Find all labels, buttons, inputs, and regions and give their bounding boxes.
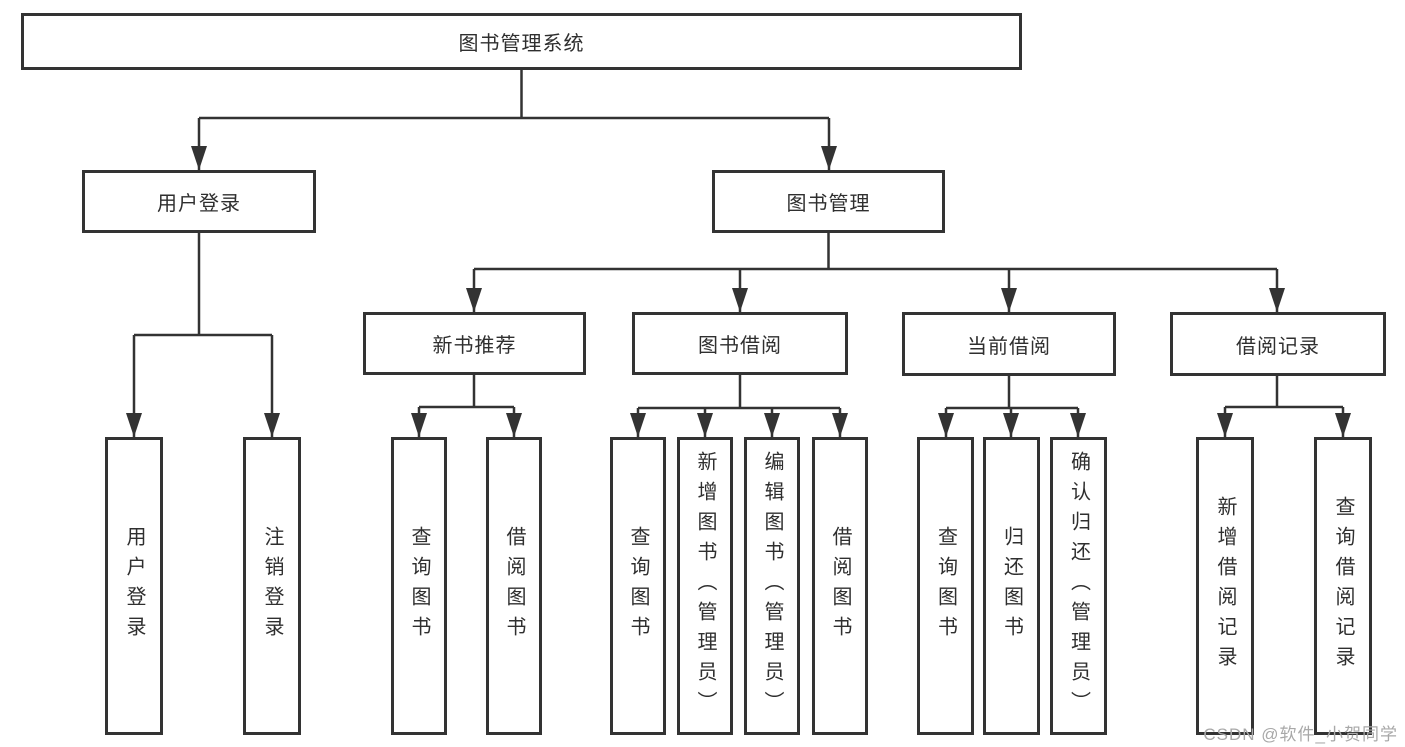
leaf-return-books-label: 归还图书 bbox=[1000, 526, 1023, 646]
leaf-add-books-admin: 新增图书（管理员） bbox=[677, 437, 733, 735]
node-borrowing-records-label: 借阅记录 bbox=[1236, 335, 1320, 358]
leaf-query-borrow-record-label: 查询借阅记录 bbox=[1332, 496, 1354, 676]
node-borrowing-records: 借阅记录 bbox=[1170, 312, 1386, 376]
leaf-edit-books-admin-label: 编辑图书（管理员） bbox=[761, 451, 783, 721]
leaf-logout-login: 注销登录 bbox=[243, 437, 301, 735]
leaf-query-books-current: 查询图书 bbox=[917, 437, 974, 735]
node-book-management-label: 图书管理 bbox=[786, 193, 871, 215]
leaf-borrow-books-borrowing: 借阅图书 bbox=[812, 437, 868, 735]
watermark-text: CSDN @软件_小贺同学 bbox=[1203, 725, 1398, 744]
leaf-borrow-books-recommend: 借阅图书 bbox=[486, 437, 542, 735]
leaf-add-borrow-record: 新增借阅记录 bbox=[1196, 437, 1254, 735]
leaf-user-login: 用户登录 bbox=[105, 437, 163, 735]
leaf-return-books: 归还图书 bbox=[983, 437, 1040, 735]
node-current-borrowing-label: 当前借阅 bbox=[967, 335, 1051, 358]
node-current-borrowing: 当前借阅 bbox=[902, 312, 1116, 376]
leaf-confirm-return-admin-label: 确认归还（管理员） bbox=[1067, 451, 1090, 721]
leaf-query-books-recommend-label: 查询图书 bbox=[408, 526, 430, 646]
leaf-user-login-label: 用户登录 bbox=[123, 526, 145, 646]
node-root: 图书管理系统 bbox=[21, 13, 1022, 70]
node-new-book-recommendation: 新书推荐 bbox=[363, 312, 586, 375]
leaf-query-borrow-record: 查询借阅记录 bbox=[1314, 437, 1372, 735]
node-new-book-recommendation-label: 新书推荐 bbox=[432, 335, 517, 357]
node-book-management: 图书管理 bbox=[712, 170, 945, 233]
leaf-query-books-recommend: 查询图书 bbox=[391, 437, 447, 735]
leaf-query-books-borrowing: 查询图书 bbox=[610, 437, 666, 735]
node-book-borrowing-label: 图书借阅 bbox=[698, 335, 782, 357]
leaf-borrow-books-recommend-label: 借阅图书 bbox=[503, 526, 525, 646]
node-user-login: 用户登录 bbox=[82, 170, 316, 233]
node-user-login-label: 用户登录 bbox=[157, 193, 241, 215]
leaf-borrow-books-borrowing-label: 借阅图书 bbox=[829, 526, 851, 646]
leaf-edit-books-admin: 编辑图书（管理员） bbox=[744, 437, 800, 735]
node-book-borrowing: 图书借阅 bbox=[632, 312, 848, 375]
leaf-confirm-return-admin: 确认归还（管理员） bbox=[1050, 437, 1107, 735]
node-root-label: 图书管理系统 bbox=[458, 33, 585, 55]
leaf-add-borrow-record-label: 新增借阅记录 bbox=[1214, 496, 1236, 676]
leaf-query-books-borrowing-label: 查询图书 bbox=[627, 526, 649, 646]
leaf-query-books-current-label: 查询图书 bbox=[934, 526, 957, 646]
leaf-logout-login-label: 注销登录 bbox=[261, 526, 283, 646]
leaf-add-books-admin-label: 新增图书（管理员） bbox=[694, 451, 716, 721]
